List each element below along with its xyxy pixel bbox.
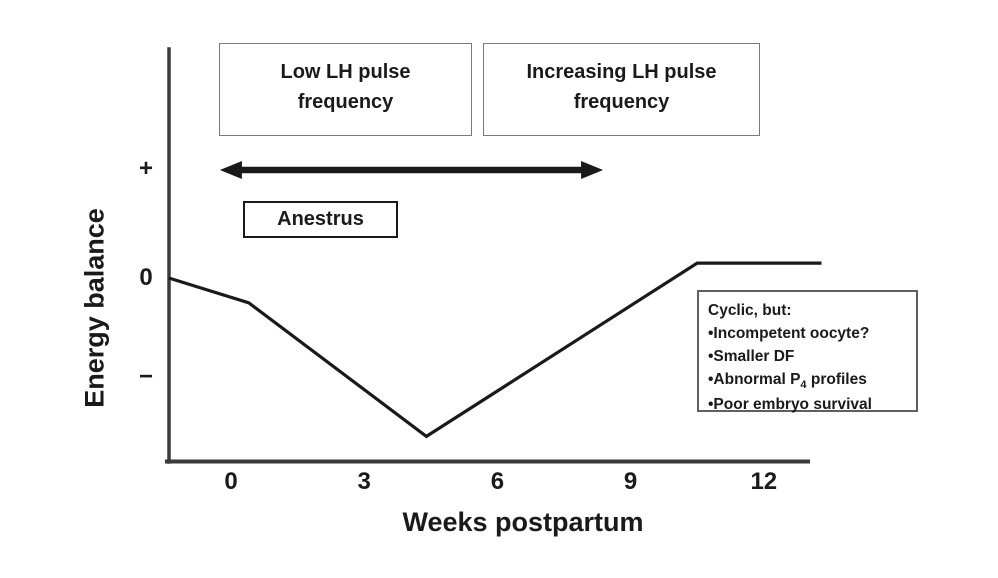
energy-balance-curve <box>168 261 822 439</box>
increasing-lh-pulse-line1: Increasing LH pulse <box>526 61 717 83</box>
increasing-lh-pulse-line2: frequency <box>573 91 670 113</box>
cyclic-note-item-embryo: •Poor embryo survival <box>708 396 872 413</box>
cyclic-note-item-p4: •Abnormal P4 profiles <box>708 368 912 393</box>
cyclic-note-box: Cyclic, but: •Incompetent oocyte? •Small… <box>697 290 918 413</box>
x-axis-title: Weeks postpartum <box>402 507 644 537</box>
p4-subscript: 4 <box>800 379 807 391</box>
y-axis-title: Energy balance <box>79 208 110 408</box>
y-marker-minus: − <box>138 363 154 390</box>
x-tick-label-6: 6 <box>490 468 505 495</box>
low-lh-pulse-line1: Low LH pulse <box>280 61 411 83</box>
x-tick-label-12: 12 <box>750 468 778 495</box>
y-marker-plus: + <box>138 155 154 183</box>
low-lh-pulse-box: Low LH pulse frequency <box>219 43 472 136</box>
cyclic-note-item-df: •Smaller DF <box>708 348 795 365</box>
cyclic-note-item-oocyte: •Incompetent oocyte? <box>708 325 870 342</box>
anestrus-label: Anestrus <box>277 208 364 230</box>
increasing-lh-pulse-box: Increasing LH pulse frequency <box>483 43 760 136</box>
x-tick-label-9: 9 <box>623 468 638 495</box>
x-tick-label-0: 0 <box>224 468 238 495</box>
y-marker-zero: 0 <box>139 264 153 291</box>
lh-span-arrow <box>219 161 604 179</box>
arrow-head-right-icon <box>581 161 604 179</box>
p4-text-post: profiles <box>806 371 867 388</box>
arrow-head-left-icon <box>219 161 242 179</box>
p4-text-pre: •Abnormal P <box>708 371 801 388</box>
low-lh-pulse-line2: frequency <box>297 91 394 113</box>
cyclic-note-title: Cyclic, but: <box>708 302 792 319</box>
x-tick-label-3: 3 <box>357 468 371 495</box>
anestrus-box: Anestrus <box>243 201 398 238</box>
